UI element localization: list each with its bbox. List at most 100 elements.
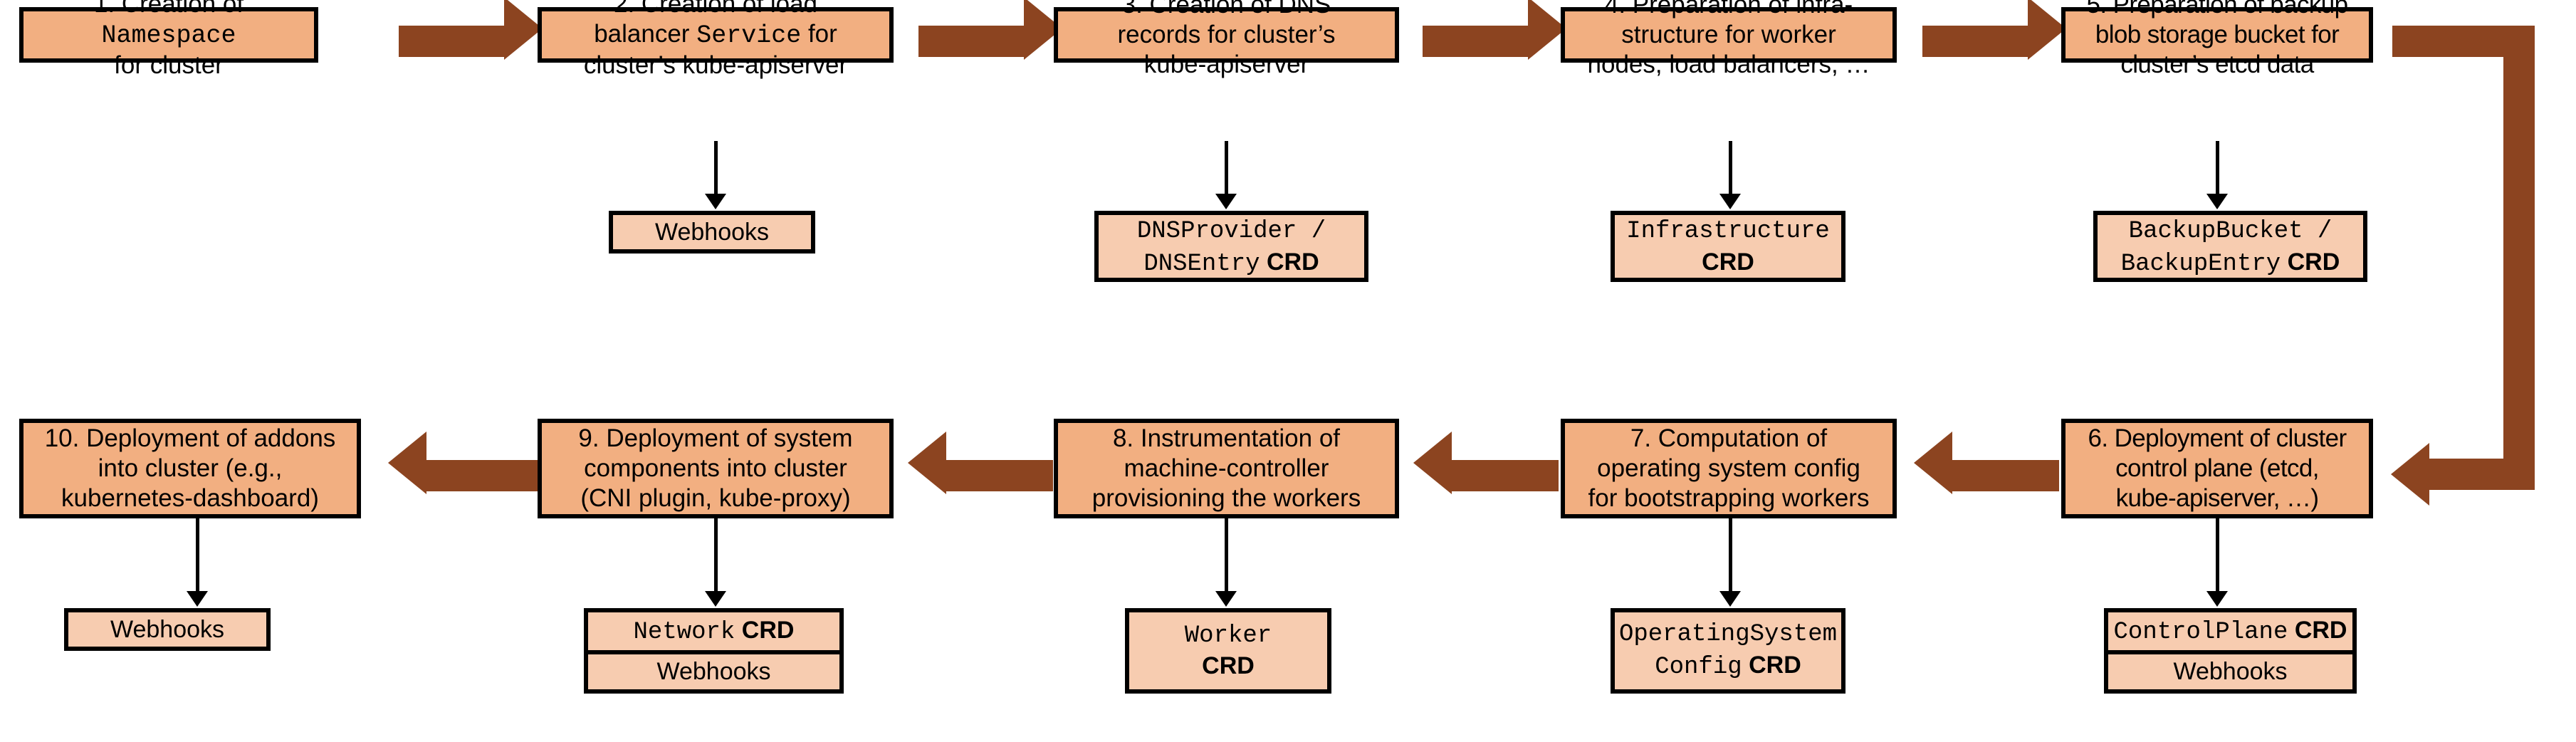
resource-cell-controlplane-webhooks: Webhooks xyxy=(2108,649,2352,690)
step-box-2[interactable]: 2. Creation of load balancer Service for… xyxy=(538,0,894,79)
step-9-text: 9. Deployment of system components into … xyxy=(548,424,884,513)
step-box-5[interactable]: 5. Preparation of backup blob storage bu… xyxy=(2061,0,2373,78)
resource-worker-crd[interactable]: Worker CRD xyxy=(1125,608,1331,694)
connector-step8-to-worker-crd xyxy=(1225,518,1228,595)
step-10-text: 10. Deployment of addons into cluster (e… xyxy=(29,424,351,513)
step-2-line-3: cluster’s kube-apiserver xyxy=(583,51,848,79)
step-5-line-1: 5. Preparation of backup xyxy=(2086,0,2349,19)
dns-crd-line-1: DNSProvider / xyxy=(1136,218,1326,245)
step-7-line-1: 7. Computation of xyxy=(1630,424,1828,452)
arrow-step7-to-step8 xyxy=(1413,432,1563,548)
connector-step5-to-backupbucket-crd xyxy=(2216,141,2219,198)
step-2-line-2b: Service xyxy=(696,21,802,50)
step-3-line-2: records for cluster’s xyxy=(1117,21,1336,48)
elbow-bottom-segment xyxy=(2429,459,2535,490)
dns-crd-line-2: DNSEntry CRD xyxy=(1143,247,1319,280)
resource-cell-network-crd: Network CRD xyxy=(588,612,839,650)
controlplane-crd-line: ControlPlane CRD xyxy=(2114,615,2347,648)
dns-crd-suffix: CRD xyxy=(1267,248,1319,276)
resource-cell-backupbucket-crd: BackupBucket / BackupEntry CRD xyxy=(2098,215,2363,281)
step-box-4[interactable]: 4. Preparation of infra- structure for w… xyxy=(1561,0,1897,78)
resource-network-crd[interactable]: Network CRD Webhooks xyxy=(584,608,844,694)
connector-step6-to-controlplane-crd xyxy=(2216,518,2219,595)
osc-crd-kind: Config xyxy=(1655,653,1742,681)
connector-step5-arrowhead xyxy=(2206,194,2228,209)
step-10-line-2: into cluster (e.g., xyxy=(98,454,283,482)
network-crd-kind: Network xyxy=(633,618,735,646)
step-7-line-3: for bootstrapping workers xyxy=(1588,484,1870,512)
resource-cell-controlplane-crd: ControlPlane CRD xyxy=(2108,612,2352,650)
resource-infrastructure-crd[interactable]: Infrastructure CRD xyxy=(1611,211,1845,282)
step-box-7[interactable]: 7. Computation of operating system confi… xyxy=(1561,419,1897,518)
step-10-line-1: 10. Deployment of addons xyxy=(44,424,336,452)
infrastructure-crd-suffix: CRD xyxy=(1702,248,1754,276)
step-6-text: 6. Deployment of cluster control plane (… xyxy=(2071,424,2363,513)
step-7-text: 7. Computation of operating system confi… xyxy=(1571,424,1887,513)
connector-step9-to-network-crd xyxy=(714,518,718,595)
connector-step4-arrowhead xyxy=(1719,194,1741,209)
step-3-line-1: 3. Creation of DNS xyxy=(1121,0,1331,19)
step-box-6[interactable]: 6. Deployment of cluster control plane (… xyxy=(2061,419,2373,518)
step-4-line-3: nodes, load balancers, … xyxy=(1587,51,1870,78)
resource-cell-worker-crd: Worker CRD xyxy=(1129,612,1327,689)
infrastructure-crd-kind: Infrastructure xyxy=(1626,218,1830,245)
step-box-3[interactable]: 3. Creation of DNS records for cluster’s… xyxy=(1054,0,1399,78)
arrow-step3-to-step4 xyxy=(1423,0,1566,114)
resource-backupbucket-crd[interactable]: BackupBucket / BackupEntry CRD xyxy=(2093,211,2367,282)
network-crd-suffix: CRD xyxy=(741,616,795,644)
step-6-line-3: kube-apiserver, …) xyxy=(2115,484,2319,512)
step-5-line-2: blob storage bucket for xyxy=(2095,21,2340,48)
resource-osc-crd[interactable]: OperatingSystem Config CRD xyxy=(1611,608,1845,694)
step-box-9[interactable]: 9. Deployment of system components into … xyxy=(538,419,894,518)
connector-step4-to-infrastructure-crd xyxy=(1729,141,1732,198)
dns-crd-kind: DNSEntry xyxy=(1143,250,1260,278)
resource-cell-infrastructure-crd: Infrastructure CRD xyxy=(1615,215,1841,278)
step-8-text: 8. Instrumentation of machine-controller… xyxy=(1064,424,1389,513)
connector-step3-to-dns-crd xyxy=(1225,141,1228,198)
osc-crd-line-2: Config CRD xyxy=(1655,650,1801,683)
step-box-1[interactable]: 1. Creation of Namespace for cluster xyxy=(19,0,318,79)
worker-crd-suffix: CRD xyxy=(1202,652,1255,679)
arrow-step5-to-step6 xyxy=(2391,21,2576,534)
backupbucket-crd-line-2: BackupEntry CRD xyxy=(2121,247,2340,280)
arrow-step1-to-step2 xyxy=(399,0,543,114)
resource-cell-webhooks: Webhooks xyxy=(613,215,811,249)
backupbucket-crd-line-1: BackupBucket / xyxy=(2128,218,2332,245)
network-webhooks-label: Webhooks xyxy=(656,658,771,685)
step-9-line-1: 9. Deployment of system xyxy=(578,424,853,452)
arrow-step4-to-step5 xyxy=(1922,0,2066,114)
step-box-8[interactable]: 8. Instrumentation of machine-controller… xyxy=(1054,419,1399,518)
resource-cell-osc-crd: OperatingSystem Config CRD xyxy=(1615,612,1841,689)
step-1-line-3: for cluster xyxy=(114,51,224,79)
step-4-line-1: 4. Preparation of infra- xyxy=(1604,0,1853,19)
connector-step6-arrowhead xyxy=(2206,591,2228,607)
resource-webhooks-10[interactable]: Webhooks xyxy=(64,608,271,651)
step-9-line-3: (CNI plugin, kube-proxy) xyxy=(580,484,851,512)
elbow-vertical-segment xyxy=(2503,26,2535,490)
step-5-line-3: cluster’s etcd data xyxy=(2120,51,2314,78)
osc-crd-line-1: OperatingSystem xyxy=(1618,621,1838,648)
resource-dns-crd[interactable]: DNSProvider / DNSEntry CRD xyxy=(1094,211,1368,282)
connector-step7-arrowhead xyxy=(1719,591,1741,607)
step-2-line-1: 2. Creation of load xyxy=(613,0,817,18)
backupbucket-crd-kind: BackupEntry xyxy=(2120,250,2281,278)
step-2-line-2c: for xyxy=(801,20,837,48)
resource-controlplane-crd[interactable]: ControlPlane CRD Webhooks xyxy=(2104,608,2357,694)
arrow-step6-to-step7 xyxy=(1914,432,2063,548)
step-1-line-2: Namespace xyxy=(101,21,236,50)
step-box-10[interactable]: 10. Deployment of addons into cluster (e… xyxy=(19,419,361,518)
connector-step2-to-webhooks xyxy=(714,141,718,198)
step-2-text: 2. Creation of load balancer Service for… xyxy=(548,0,884,80)
step-9-line-2: components into cluster xyxy=(584,454,847,482)
step-3-line-3: kube-apiserver xyxy=(1143,51,1309,78)
elbow-arrowhead xyxy=(2391,443,2429,506)
connector-step8-arrowhead xyxy=(1215,591,1237,607)
step-8-line-1: 8. Instrumentation of xyxy=(1112,424,1341,452)
resource-webhooks-2[interactable]: Webhooks xyxy=(609,211,815,254)
step-1-text: 1. Creation of Namespace for cluster xyxy=(29,0,308,80)
step-6-line-2: control plane (etcd, xyxy=(2115,454,2319,482)
connector-step7-to-osc-crd xyxy=(1729,518,1732,595)
connector-step2-arrowhead xyxy=(705,194,726,209)
connector-step9-arrowhead xyxy=(705,591,726,607)
